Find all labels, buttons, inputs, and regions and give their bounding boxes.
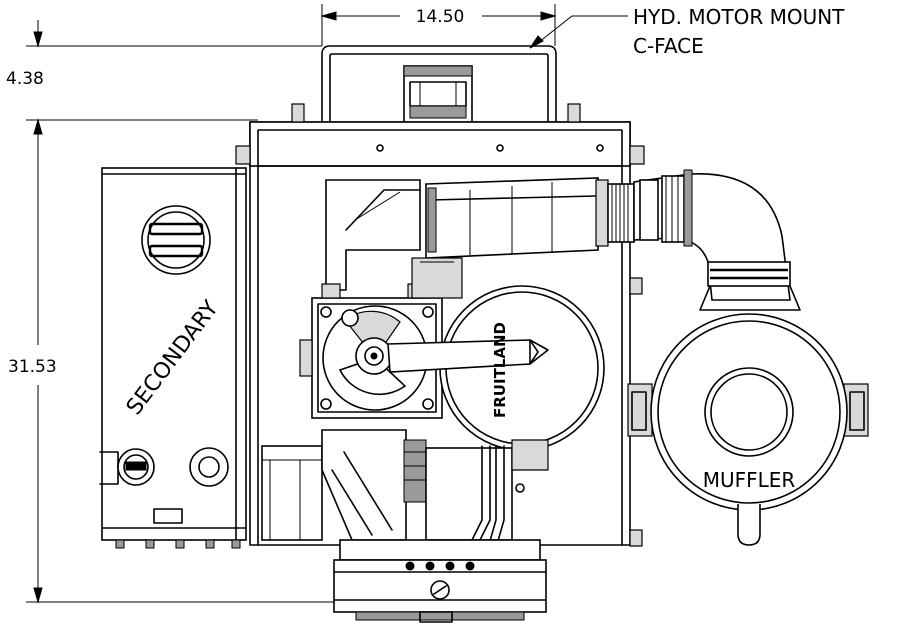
- knob-icon: [189, 447, 229, 487]
- motor-mount-label: HYD. MOTOR MOUNT: [633, 5, 845, 29]
- upper-duct: [325, 177, 635, 291]
- bellows: [607, 183, 635, 243]
- dimension-total-height: 31.53: [8, 118, 420, 604]
- motor-mount-callout: HYD. MOTOR MOUNT C-FACE: [529, 5, 845, 58]
- motor-mount-bracket: [321, 45, 557, 127]
- tubing: [467, 445, 505, 549]
- valve-actuator: [299, 283, 443, 419]
- air-filter: FRUITLAND: [387, 257, 605, 451]
- muffler: MUFFLER: [627, 313, 869, 546]
- key-switch-icon: [99, 448, 155, 486]
- exhaust-elbow: [633, 169, 801, 311]
- terminal-nuts: [115, 539, 241, 549]
- muffler-label: MUFFLER: [703, 468, 796, 492]
- vent-cap-icon: [141, 205, 211, 275]
- main-frame: [235, 103, 645, 547]
- lower-duct: [261, 429, 549, 541]
- brand-label: FRUITLAND: [491, 322, 509, 418]
- base-unit: [333, 539, 547, 623]
- dimension-width-value: 14.50: [416, 7, 465, 27]
- secondary-enclosure: SECONDARY: [99, 167, 247, 549]
- dimension-height-value: 31.53: [8, 357, 57, 377]
- dimension-top-width: 14.50: [320, 4, 557, 46]
- c-face-label: C-FACE: [633, 34, 704, 58]
- dimension-offset: 4.38: [6, 20, 322, 89]
- latch: [153, 508, 183, 524]
- dimension-offset-value: 4.38: [6, 69, 44, 89]
